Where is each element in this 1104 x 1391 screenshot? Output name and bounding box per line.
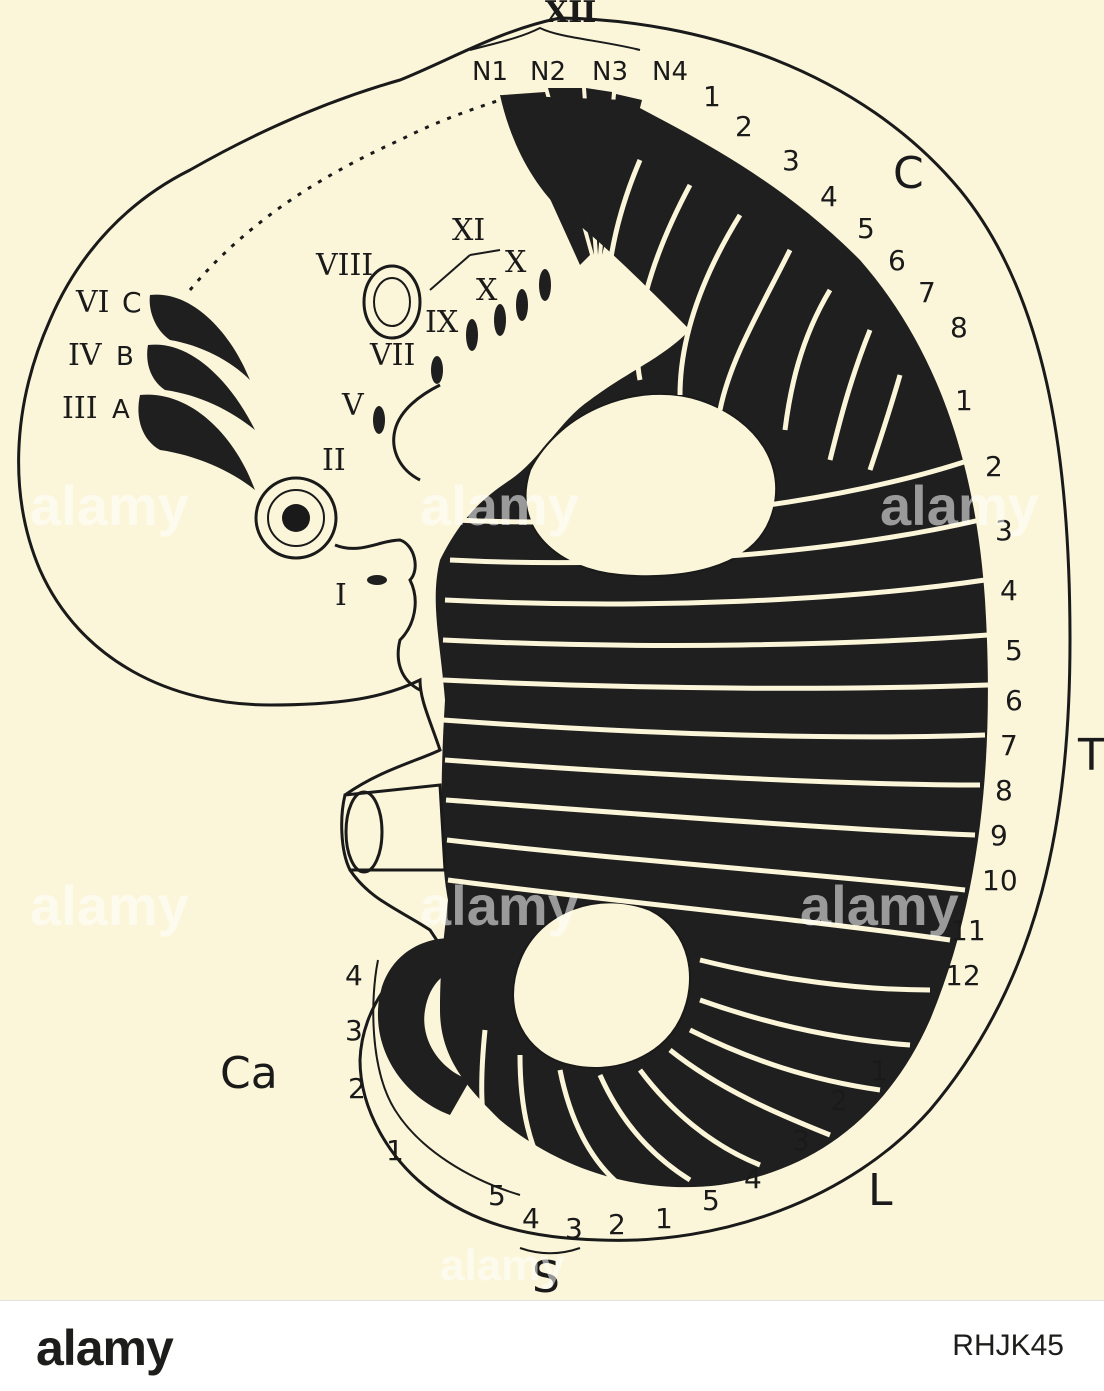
label-x-upper: X [505,245,527,280]
yolk-stalk [340,783,447,872]
label-iii: III [62,391,98,426]
label-ix: IX [425,305,459,340]
svg-text:alamy: alamy [30,874,189,937]
cervical-number-3: 3 [782,144,800,177]
label-b-somite: B [116,342,134,372]
lumbar-number-5: 5 [702,1184,720,1217]
embryo-diagram-svg: XII N1 N2 N3 N4 XI X X IX VIII VII V II … [17,0,1104,1300]
label-n4: N4 [652,57,688,87]
thoracic-number-10: 10 [982,864,1018,897]
sacral-number-3: 3 [565,1212,583,1245]
label-viii: VIII [315,248,373,283]
label-c-somite: C [122,286,142,319]
thoracic-number-7: 7 [1000,729,1018,762]
watermark: alamy alamy alamy alamy alamy alamy alam… [30,474,1039,1290]
label-a-somite: A [112,395,130,425]
lumbar-number-2: 2 [830,1084,848,1117]
caudal-number-4: 4 [345,959,363,992]
region-cervical: C [893,148,924,199]
cervical-number-2: 2 [735,110,753,143]
svg-text:alamy: alamy [420,474,579,537]
label-n3: N3 [592,57,628,87]
thoracic-number-4: 4 [1000,574,1018,607]
label-ii: II [322,443,346,478]
thoracic-number-6: 6 [1005,684,1023,717]
caudal-number-2: 2 [348,1072,366,1105]
thoracic-number-1: 1 [955,384,973,417]
svg-text:alamy: alamy [880,474,1039,537]
label-iv: IV [68,338,103,373]
label-n1: N1 [472,57,508,87]
thoracic-number-11: 11 [950,914,986,947]
sacral-bracket [519,1247,581,1255]
region-caudal: Ca [220,1048,278,1099]
caudal-number-3: 3 [345,1014,363,1047]
lumbar-number-1: 1 [870,1054,888,1087]
cervical-number-6: 6 [888,244,906,277]
thoracic-number-9: 9 [990,819,1008,852]
head-somites [138,294,255,490]
cervical-number-8: 8 [950,311,968,344]
caudal-number-1: 1 [386,1134,404,1167]
cervical-number-1: 1 [703,80,721,113]
embryo-diagram: XII N1 N2 N3 N4 XI X X IX VIII VII V II … [17,0,1104,1300]
sacral-number-5: 5 [488,1179,506,1212]
cranial-ganglia [367,269,551,585]
xi-pointer [429,254,471,291]
label-n2: N2 [530,57,566,87]
footer-logo: alamy [36,1320,174,1376]
stock-footer: alamy RHJK45 [0,1300,1104,1391]
eye [254,476,338,560]
label-xii: XII [545,0,596,30]
cervical-number-4: 4 [820,180,838,213]
occipital-fan [503,88,642,265]
thoracic-number-12: 12 [945,959,981,992]
region-thoracic: T [1077,730,1104,781]
label-vii: VII [369,338,415,373]
thoracic-number-2: 2 [985,450,1003,483]
thoracic-number-5: 5 [1005,634,1023,667]
face-outline [334,538,421,692]
lumbar-number-4: 4 [744,1162,762,1195]
otic-vesicle [362,264,422,340]
sacral-number-4: 4 [522,1202,540,1235]
label-vi: VI [75,285,110,320]
label-v: V [341,388,365,423]
label-x-lower: X [476,273,498,308]
somite-separators [442,159,989,1187]
dotted-neural-line [188,98,501,291]
svg-text:alamy: alamy [420,874,579,937]
lower-limb-bud [512,901,691,1069]
sacral-number-2: 2 [608,1208,626,1241]
tail-curl [377,938,475,1115]
svg-text:alamy: alamy [30,474,189,537]
caudal-bracket [372,959,521,1196]
cervical-number-5: 5 [857,212,875,245]
region-sacral: S [532,1252,560,1300]
thoracic-number-8: 8 [995,774,1013,807]
label-xi: XI [452,213,485,248]
label-i: I [335,578,347,613]
sacral-number-1: 1 [655,1202,673,1235]
svg-text:alamy: alamy [440,1241,565,1290]
embryo-outline [17,16,1072,1242]
lumbar-number-3: 3 [792,1124,810,1157]
image-id: RHJK45 [952,1329,1064,1362]
region-lumbar: L [868,1165,893,1216]
cervical-number-7: 7 [918,276,936,309]
thoracic-number-3: 3 [995,514,1013,547]
svg-text:alamy: alamy [800,874,959,937]
xii-bracket [469,26,641,51]
